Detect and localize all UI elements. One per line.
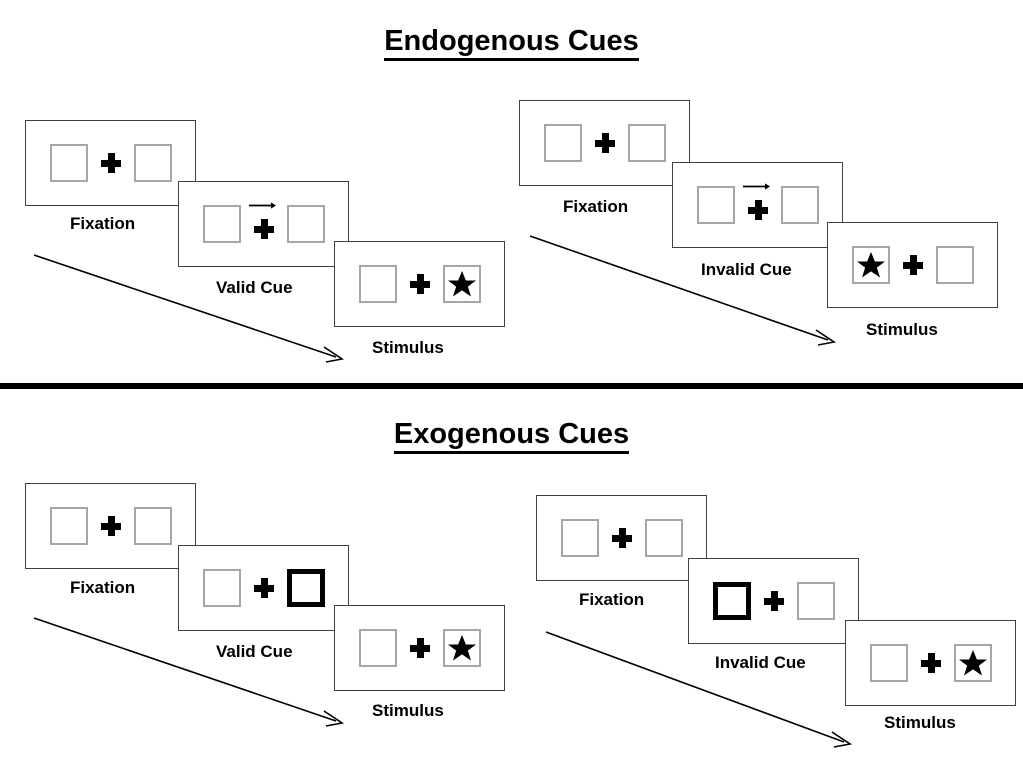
exo-valid-cue-frame (178, 545, 349, 631)
exo-invalid-stimulus-caption: Stimulus (884, 713, 956, 732)
endo-invalid-cue-frame (672, 162, 843, 248)
endo-valid-stimulus-frame (334, 241, 505, 327)
fixation-cross-icon (253, 219, 274, 239)
endo-invalid-stimulus-caption: Stimulus (866, 320, 938, 339)
right-slot (133, 144, 172, 182)
exo-invalid-cue-frame (688, 558, 859, 644)
rightwards-cue-arrow-icon (742, 183, 770, 190)
exo-valid-stimulus-caption: Stimulus (372, 701, 444, 720)
exogenous-title-text: Exogenous Cues (393, 418, 630, 454)
endo-invalid-time-flow-arrow (529, 235, 837, 346)
fixation-cross-icon (902, 255, 923, 275)
exo-valid-stimulus-frame (334, 605, 505, 691)
star-icon (447, 271, 476, 297)
fixation-cross-icon (409, 638, 430, 658)
exo-valid-fixation-frame (25, 483, 196, 569)
exo-valid-cue-caption: Valid Cue (216, 642, 293, 661)
endo-valid-stimulus-caption: Stimulus (372, 338, 444, 357)
exo-invalid-time-flow-arrow (545, 631, 853, 748)
center-column (397, 260, 443, 308)
left-slot (358, 265, 397, 303)
fixation-cross-icon (747, 200, 768, 220)
center-column (890, 241, 936, 289)
exo-invalid-fixation-frame (536, 495, 707, 581)
endo-invalid-cue-caption: Invalid Cue (701, 260, 792, 279)
right-slot (780, 186, 819, 224)
exo-valid-fixation-caption: Fixation (70, 578, 136, 597)
center-column (735, 181, 781, 229)
endo-valid-fixation-caption: Fixation (70, 214, 136, 233)
left-slot (560, 519, 599, 557)
right-slot-highlighted (286, 569, 325, 607)
star-icon (958, 650, 987, 676)
endo-valid-cue-caption: Valid Cue (216, 278, 293, 297)
section-divider (0, 383, 1023, 389)
fixation-cross-icon (594, 133, 615, 153)
fixation-cross-icon (920, 653, 941, 673)
fixation-cross-icon (100, 516, 121, 536)
endogenous-title-text: Endogenous Cues (384, 25, 639, 61)
center-column (88, 502, 134, 550)
endogenous-section-title: Endogenous Cues (0, 25, 1023, 61)
exo-valid-time-flow-arrow (33, 617, 345, 727)
center-column (241, 200, 287, 248)
exogenous-section-title: Exogenous Cues (0, 418, 1023, 454)
left-slot (358, 629, 397, 667)
right-slot (286, 205, 325, 243)
center-column (241, 564, 287, 612)
left-slot (869, 644, 908, 682)
right-slot (627, 124, 666, 162)
endo-valid-fixation-frame (25, 120, 196, 206)
center-column (582, 119, 628, 167)
exo-invalid-stimulus-frame (845, 620, 1016, 706)
center-column (397, 624, 443, 672)
center-column (751, 577, 797, 625)
fixation-cross-icon (409, 274, 430, 294)
left-slot (851, 246, 890, 284)
left-slot (49, 507, 88, 545)
fixation-cross-icon (763, 591, 784, 611)
right-slot (953, 644, 992, 682)
left-slot (543, 124, 582, 162)
left-slot-highlighted (712, 582, 751, 620)
left-slot (202, 205, 241, 243)
endo-invalid-fixation-frame (519, 100, 690, 186)
exo-invalid-fixation-caption: Fixation (579, 590, 645, 609)
fixation-cross-icon (611, 528, 632, 548)
endo-valid-cue-frame (178, 181, 349, 267)
right-slot (133, 507, 172, 545)
star-icon (856, 252, 885, 278)
left-slot (696, 186, 735, 224)
rightwards-cue-arrow-icon (248, 202, 276, 209)
center-column (599, 514, 645, 562)
endo-invalid-fixation-caption: Fixation (563, 197, 629, 216)
right-slot (935, 246, 974, 284)
fixation-cross-icon (100, 153, 121, 173)
left-slot (202, 569, 241, 607)
right-slot (442, 265, 481, 303)
star-icon (447, 635, 476, 661)
left-slot (49, 144, 88, 182)
exo-invalid-cue-caption: Invalid Cue (715, 653, 806, 672)
fixation-cross-icon (253, 578, 274, 598)
center-column (88, 139, 134, 187)
center-column (908, 639, 954, 687)
right-slot (796, 582, 835, 620)
right-slot (442, 629, 481, 667)
endo-invalid-stimulus-frame (827, 222, 998, 308)
right-slot (644, 519, 683, 557)
endo-valid-time-flow-arrow (33, 254, 345, 363)
